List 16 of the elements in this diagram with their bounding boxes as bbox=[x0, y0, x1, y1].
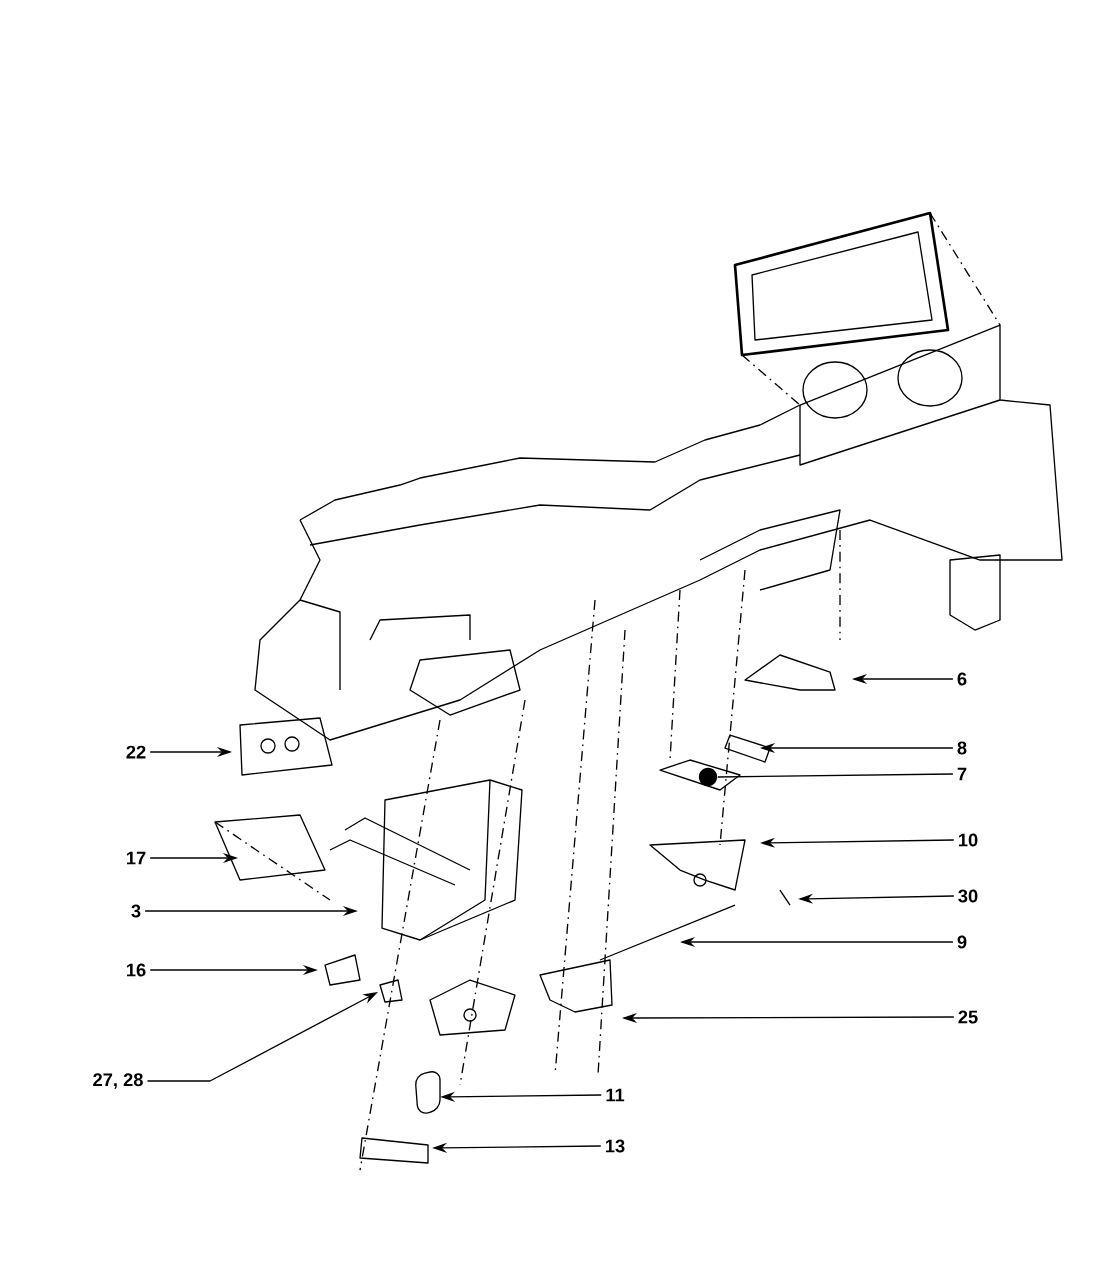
leader-line bbox=[717, 773, 954, 778]
callout-number: 6 bbox=[957, 672, 967, 686]
callout-number: 10 bbox=[958, 833, 978, 847]
callout-number: 13 bbox=[605, 1139, 625, 1153]
callout-number: 8 bbox=[957, 741, 967, 755]
callout-number: 9 bbox=[957, 935, 967, 949]
ball-part bbox=[698, 767, 718, 787]
callout-number: 27, 28 bbox=[93, 1073, 143, 1089]
callout-number: 16 bbox=[126, 963, 146, 977]
callout-number: 22 bbox=[126, 745, 146, 759]
callout-number: 7 bbox=[957, 767, 967, 781]
callout-number: 3 bbox=[131, 904, 141, 918]
callout-number: 30 bbox=[958, 889, 978, 903]
callout-number: 11 bbox=[606, 1088, 625, 1102]
callout-number: 17 bbox=[126, 851, 146, 865]
callout-number: 25 bbox=[958, 1010, 978, 1024]
